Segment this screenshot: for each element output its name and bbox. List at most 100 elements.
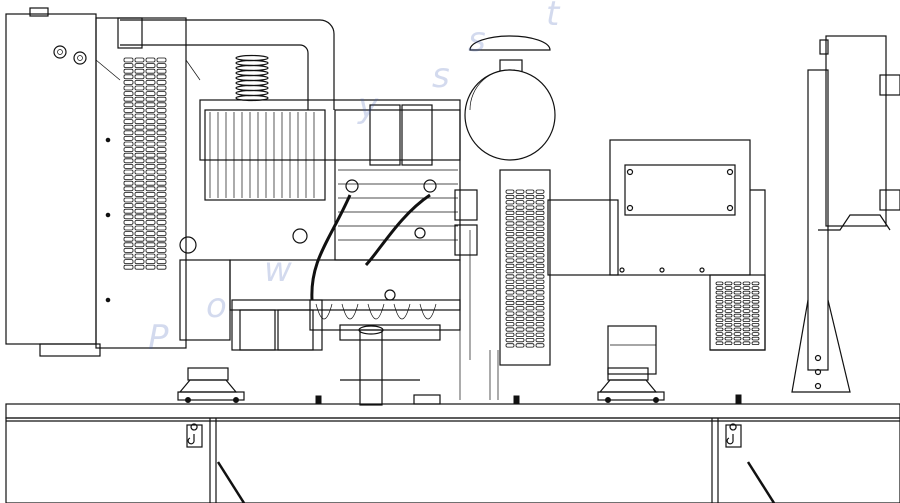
grill-slot <box>525 205 535 210</box>
grill-slot <box>742 332 751 336</box>
grill-slot <box>134 152 145 158</box>
grill-slot <box>715 295 724 299</box>
grill-slot <box>724 332 733 336</box>
grill-slot <box>123 231 134 237</box>
grill-slot <box>715 299 724 304</box>
grill-slot <box>123 135 134 141</box>
detail-line <box>341 303 359 320</box>
grill-slot <box>535 205 545 210</box>
grill-slot <box>715 327 724 332</box>
grill-slot <box>134 124 145 130</box>
grill-slot <box>525 332 535 337</box>
grill-slot <box>505 316 515 322</box>
grill-slot <box>715 332 724 336</box>
grill-slot <box>134 147 145 153</box>
grill-slot <box>525 290 535 295</box>
grill-slot <box>515 253 525 258</box>
grill-slot <box>733 286 742 290</box>
grill-slot <box>715 336 724 341</box>
grill-slot <box>134 135 145 141</box>
grill-slot <box>505 221 515 226</box>
detail-line <box>419 303 437 320</box>
grill-slot <box>134 68 145 74</box>
grill-slot <box>525 274 535 279</box>
grill-slot <box>535 216 545 221</box>
grill-slot <box>751 318 760 322</box>
grill-slot <box>156 191 167 197</box>
air-filter <box>464 35 556 161</box>
grill-slot <box>525 322 535 327</box>
grill-slot <box>123 147 134 153</box>
grill-slot <box>515 205 525 210</box>
grill-slot <box>145 102 156 108</box>
grill-slot <box>515 316 525 322</box>
grill-slot <box>525 231 535 237</box>
grill-slot <box>156 108 167 113</box>
grill-slot <box>134 74 145 80</box>
grill-slot <box>123 108 134 113</box>
base-frame <box>5 403 900 503</box>
grill-slot <box>742 309 751 313</box>
grill-slot <box>505 226 515 231</box>
grill-slot <box>715 304 724 309</box>
engine-mount <box>177 367 245 403</box>
grill-slot <box>515 258 525 263</box>
grill-slot <box>742 299 751 304</box>
grill-slot <box>733 341 742 345</box>
grill-slot <box>123 80 134 85</box>
grill-slot <box>134 219 145 225</box>
grill-slot <box>715 286 724 290</box>
grill-slot <box>515 332 525 337</box>
grill-slot <box>515 189 525 194</box>
grill-slot <box>156 225 167 231</box>
grill-slot <box>733 332 742 336</box>
grill-slot <box>505 274 515 279</box>
grill-slot <box>505 269 515 274</box>
grill-slot <box>535 231 545 237</box>
grill-slot <box>134 80 145 85</box>
grill-slot <box>515 242 525 247</box>
grill-slot <box>505 263 515 269</box>
grill-slot <box>724 304 733 309</box>
grill-slot <box>715 281 724 286</box>
grill-slot <box>134 57 145 63</box>
grill-slot <box>751 336 760 341</box>
grill-slot <box>505 216 515 221</box>
grill-slot <box>525 263 535 269</box>
grill-slot <box>156 253 167 259</box>
grill-slot <box>535 284 545 290</box>
grill-slot <box>123 225 134 231</box>
grill-slot <box>134 264 145 270</box>
grill-slot <box>505 311 515 316</box>
grill-slot <box>145 96 156 102</box>
grill-slot <box>156 236 167 242</box>
radiator <box>5 7 201 357</box>
grill-slot <box>751 309 760 313</box>
grill-slot <box>751 313 760 318</box>
grill-slot <box>123 102 134 108</box>
grill-slot <box>156 259 167 265</box>
grill-slot <box>145 163 156 169</box>
grill-slot <box>535 242 545 247</box>
grill-slot <box>156 124 167 130</box>
grill-slot <box>156 152 167 158</box>
grill-slot <box>751 327 760 332</box>
grill-slot <box>123 124 134 130</box>
grill-slot <box>134 180 145 186</box>
grill-slot <box>145 74 156 80</box>
grill-slot <box>515 237 525 242</box>
grill-slot <box>525 327 535 332</box>
grill-slot <box>515 279 525 284</box>
grill-slot <box>515 210 525 215</box>
grill-slot <box>525 210 535 215</box>
grill-slot <box>134 236 145 242</box>
grill-slot <box>751 295 760 299</box>
grill-slot <box>123 214 134 220</box>
grill-slot <box>525 237 535 242</box>
grill-slot <box>515 269 525 274</box>
grill-slot <box>145 135 156 141</box>
alternator-rear-grill <box>715 281 760 345</box>
grill-slot <box>123 57 134 63</box>
grill-slot <box>515 284 525 290</box>
grill-slot <box>156 85 167 91</box>
